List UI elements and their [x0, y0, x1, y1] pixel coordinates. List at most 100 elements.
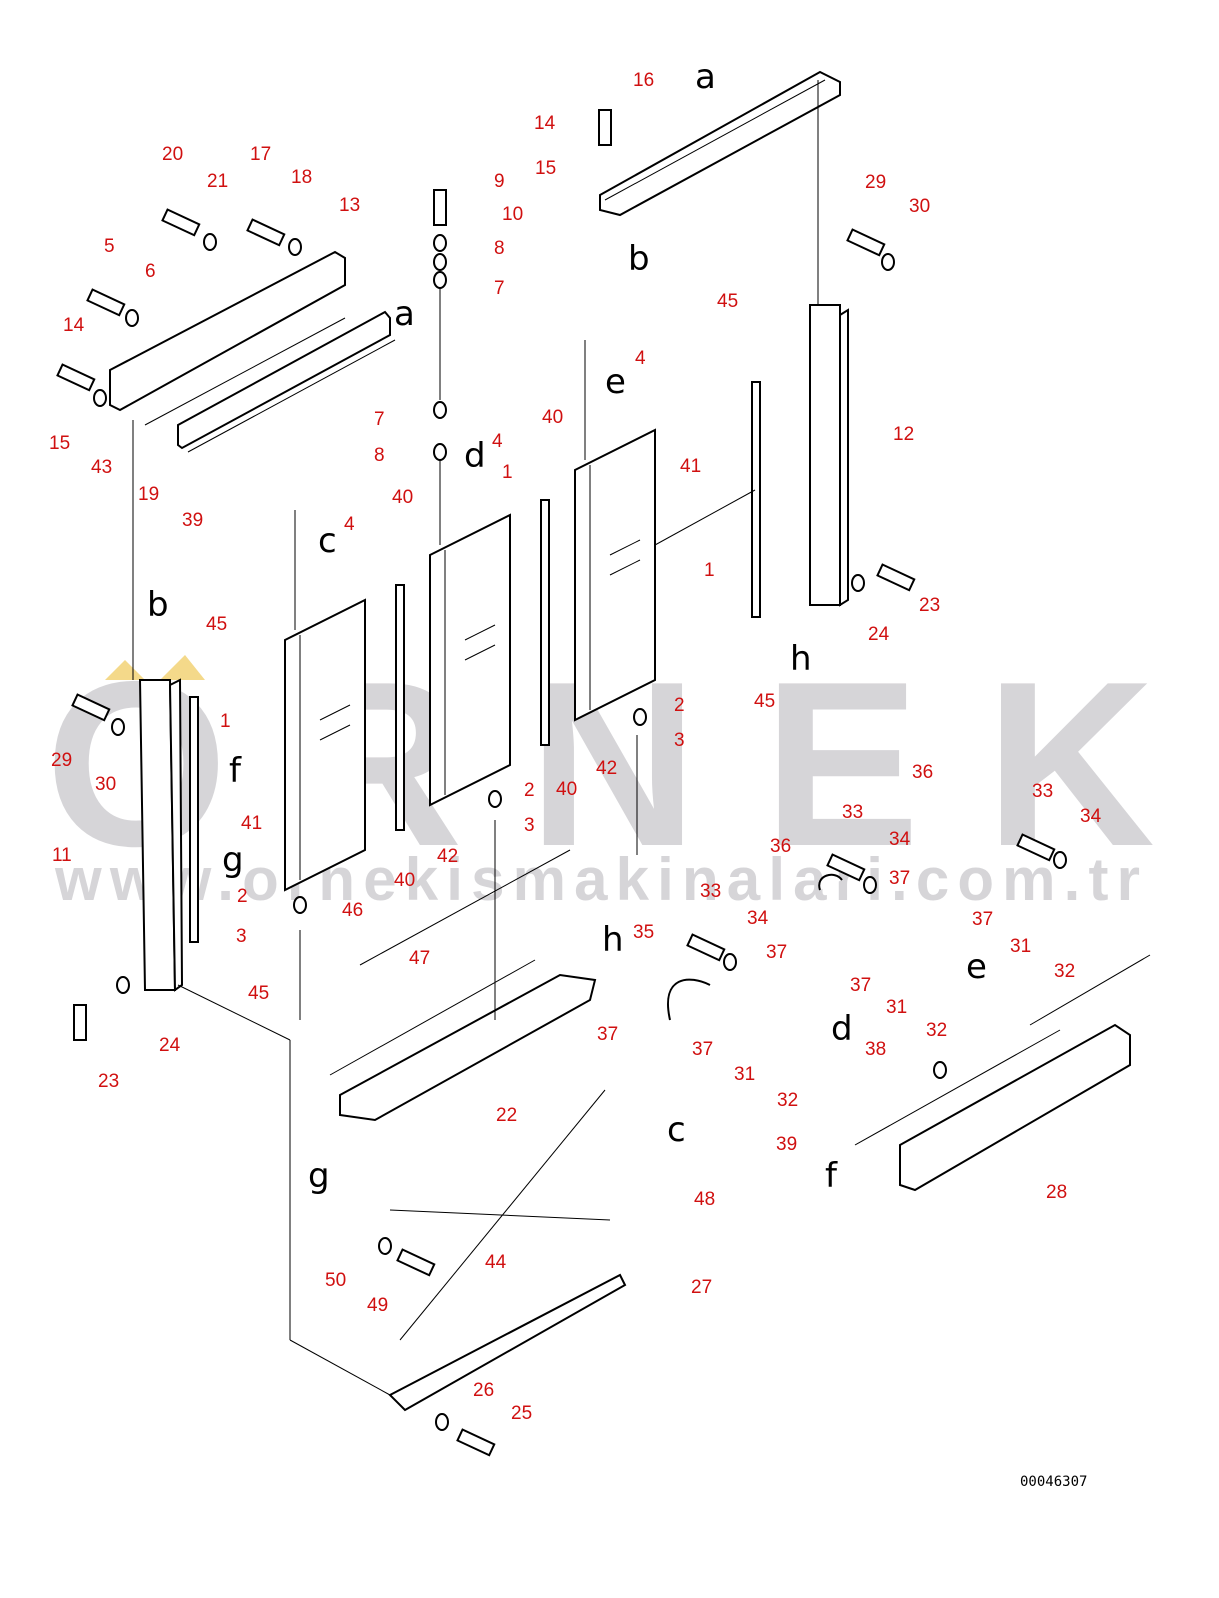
- left-column: [138, 678, 184, 992]
- callout-42: 42: [596, 758, 617, 779]
- callout-15: 15: [49, 433, 70, 454]
- callout-36: 36: [912, 762, 933, 783]
- callout-40: 40: [392, 487, 413, 508]
- callout-39: 39: [182, 510, 203, 531]
- callout-4: 4: [344, 514, 355, 535]
- view-letter-e: e: [966, 947, 987, 987]
- callout-32: 32: [777, 1090, 798, 1111]
- callout-41: 41: [680, 456, 701, 477]
- view-letter-g: g: [222, 840, 244, 880]
- callout-43: 43: [91, 457, 112, 478]
- bolt-icon: [876, 563, 916, 592]
- bolt-icon: [396, 1248, 436, 1277]
- washer-icon: [435, 1413, 449, 1431]
- washer-icon: [1053, 851, 1067, 869]
- callout-4: 4: [635, 348, 646, 369]
- washer-icon: [125, 309, 139, 327]
- watermark-logo-mark: [105, 660, 145, 680]
- callout-13: 13: [339, 195, 360, 216]
- callout-3: 3: [236, 926, 247, 947]
- callout-8: 8: [494, 238, 505, 259]
- view-letter-f: f: [825, 1156, 838, 1196]
- watermark-logo-mark: [160, 655, 205, 680]
- view-letter-d: d: [464, 436, 486, 476]
- callout-2: 2: [237, 886, 248, 907]
- callout-33: 33: [700, 881, 721, 902]
- callout-46: 46: [342, 900, 363, 921]
- view-letter-c: c: [667, 1110, 686, 1150]
- callout-26: 26: [473, 1380, 494, 1401]
- callout-24: 24: [868, 624, 890, 645]
- callout-1: 1: [220, 711, 231, 732]
- callout-11: 11: [52, 845, 72, 866]
- callout-50: 50: [325, 1270, 346, 1291]
- view-letter-e: e: [605, 362, 626, 402]
- callout-38: 38: [865, 1039, 886, 1060]
- callout-49: 49: [367, 1295, 388, 1316]
- callout-6: 6: [145, 261, 156, 282]
- bolt-icon: [86, 288, 126, 317]
- view-letter-f: f: [229, 751, 242, 791]
- view-letter-a: a: [394, 294, 415, 334]
- hose: [818, 873, 843, 891]
- callout-37: 37: [597, 1024, 618, 1045]
- bolt-icon: [246, 218, 286, 247]
- washer-icon: [863, 876, 877, 894]
- callout-34: 34: [889, 829, 911, 850]
- callout-9: 9: [494, 171, 505, 192]
- watermark-url: www.ornekismakinalari.com.tr: [54, 846, 1140, 913]
- callout-37: 37: [766, 942, 787, 963]
- view-letter-h: h: [790, 639, 812, 679]
- drawing-code: 00046307: [1020, 1474, 1087, 1490]
- view-letter-a: a: [695, 57, 716, 97]
- callout-1: 1: [704, 560, 715, 581]
- callout-12: 12: [893, 424, 914, 445]
- callout-21: 21: [207, 171, 228, 192]
- callout-41: 41: [241, 813, 262, 834]
- bottom-angle: [388, 1273, 627, 1412]
- callout-33: 33: [842, 802, 863, 823]
- callout-30: 30: [95, 774, 116, 795]
- leader-lines: [132, 80, 1151, 1396]
- washer-icon: [881, 253, 895, 271]
- callout-31: 31: [886, 997, 907, 1018]
- callout-45: 45: [717, 291, 738, 312]
- callout-20: 20: [162, 144, 183, 165]
- callout-5: 5: [104, 236, 115, 257]
- callout-32: 32: [1054, 961, 1075, 982]
- callout-15: 15: [535, 158, 556, 179]
- radiator-core-right: [574, 428, 656, 722]
- callout-37: 37: [692, 1039, 713, 1060]
- callout-23: 23: [919, 595, 940, 616]
- callout-34: 34: [1080, 806, 1102, 827]
- callout-16: 16: [633, 70, 654, 91]
- callout-22: 22: [496, 1105, 517, 1126]
- bolt-icon: [598, 109, 612, 146]
- callout-14: 14: [534, 113, 556, 134]
- upper-frame-beam: [599, 70, 841, 217]
- callout-44: 44: [485, 1252, 507, 1273]
- callout-45: 45: [248, 983, 269, 1004]
- bolt-icon: [1016, 833, 1056, 862]
- callout-7: 7: [374, 409, 385, 430]
- callout-14: 14: [63, 315, 85, 336]
- callout-35: 35: [633, 922, 654, 943]
- bolt-icon: [161, 208, 201, 237]
- callout-39: 39: [776, 1134, 797, 1155]
- callout-7: 7: [494, 278, 505, 299]
- view-letter-g: g: [308, 1156, 330, 1196]
- washer-icon: [933, 1061, 947, 1079]
- washer-icon: [116, 976, 130, 994]
- callout-3: 3: [524, 815, 535, 836]
- washer-icon: [288, 238, 302, 256]
- callout-37: 37: [850, 975, 871, 996]
- bolt-icon: [826, 853, 866, 882]
- callout-37: 37: [889, 868, 910, 889]
- callout-25: 25: [511, 1403, 532, 1424]
- bolt-icon: [456, 1428, 496, 1457]
- callout-42: 42: [437, 846, 458, 867]
- callout-40: 40: [394, 870, 415, 891]
- washer-icon: [111, 718, 125, 736]
